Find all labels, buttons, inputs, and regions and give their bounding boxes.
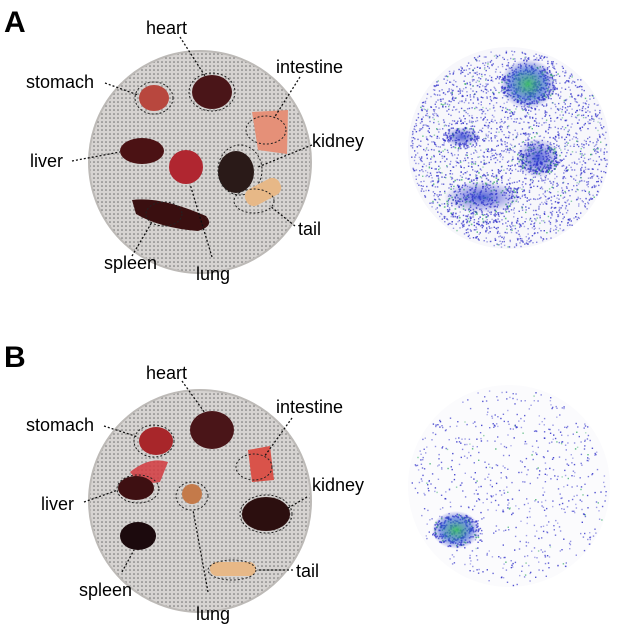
hotspot-liver-a bbox=[444, 127, 480, 147]
panel-b-letter: B bbox=[4, 341, 26, 374]
label-spleen-a: spleen bbox=[104, 253, 158, 273]
organ-lung-a bbox=[169, 150, 203, 184]
label-intestine-b: intestine bbox=[276, 397, 344, 417]
panel-b-photo bbox=[83, 380, 312, 613]
label-heart-a: heart bbox=[146, 18, 188, 38]
label-tail-a: tail bbox=[298, 219, 322, 239]
signal-disc-b bbox=[408, 385, 610, 587]
organ-tail-b bbox=[210, 562, 256, 576]
organ-heart-a bbox=[192, 75, 232, 109]
panel-a-photo bbox=[71, 36, 313, 274]
hotspot-spleen-b bbox=[432, 511, 480, 549]
organ-heart-b bbox=[190, 411, 234, 449]
label-liver-a: liver bbox=[30, 151, 64, 171]
label-lung-a: lung bbox=[196, 264, 231, 284]
organ-intestine-a bbox=[252, 110, 288, 154]
panel-a-letter: A bbox=[4, 6, 26, 39]
organ-liver-a bbox=[120, 138, 164, 164]
label-stomach-a: stomach bbox=[26, 72, 95, 92]
organ-lung-b bbox=[182, 484, 202, 504]
hotspot-intestine-a bbox=[500, 59, 556, 109]
label-stomach-b: stomach bbox=[26, 415, 95, 435]
hotspot-spleen-a bbox=[444, 181, 520, 213]
organ-stomach-a bbox=[139, 85, 169, 111]
hotspot-kidney-a bbox=[516, 138, 560, 178]
label-heart-b: heart bbox=[146, 363, 188, 383]
organ-kidney-a bbox=[218, 151, 254, 193]
organ-kidney-b bbox=[242, 497, 290, 531]
label-intestine-a: intestine bbox=[276, 57, 344, 77]
label-spleen-b: spleen bbox=[79, 580, 133, 600]
panel-b-signal bbox=[408, 385, 610, 587]
organ-spleen-b bbox=[120, 522, 156, 550]
label-tail-b: tail bbox=[296, 561, 320, 581]
panel-a-signal bbox=[408, 47, 610, 249]
organ-intestine-b bbox=[248, 446, 274, 482]
label-kidney-a: kidney bbox=[312, 131, 365, 151]
label-kidney-b: kidney bbox=[312, 475, 365, 495]
organ-stomach-b bbox=[139, 427, 173, 455]
label-liver-b: liver bbox=[41, 494, 75, 514]
organ-liver-b bbox=[118, 476, 154, 500]
organ-tail-a bbox=[244, 177, 282, 207]
label-lung-b: lung bbox=[196, 604, 231, 624]
organ-spleen-a bbox=[132, 199, 210, 231]
